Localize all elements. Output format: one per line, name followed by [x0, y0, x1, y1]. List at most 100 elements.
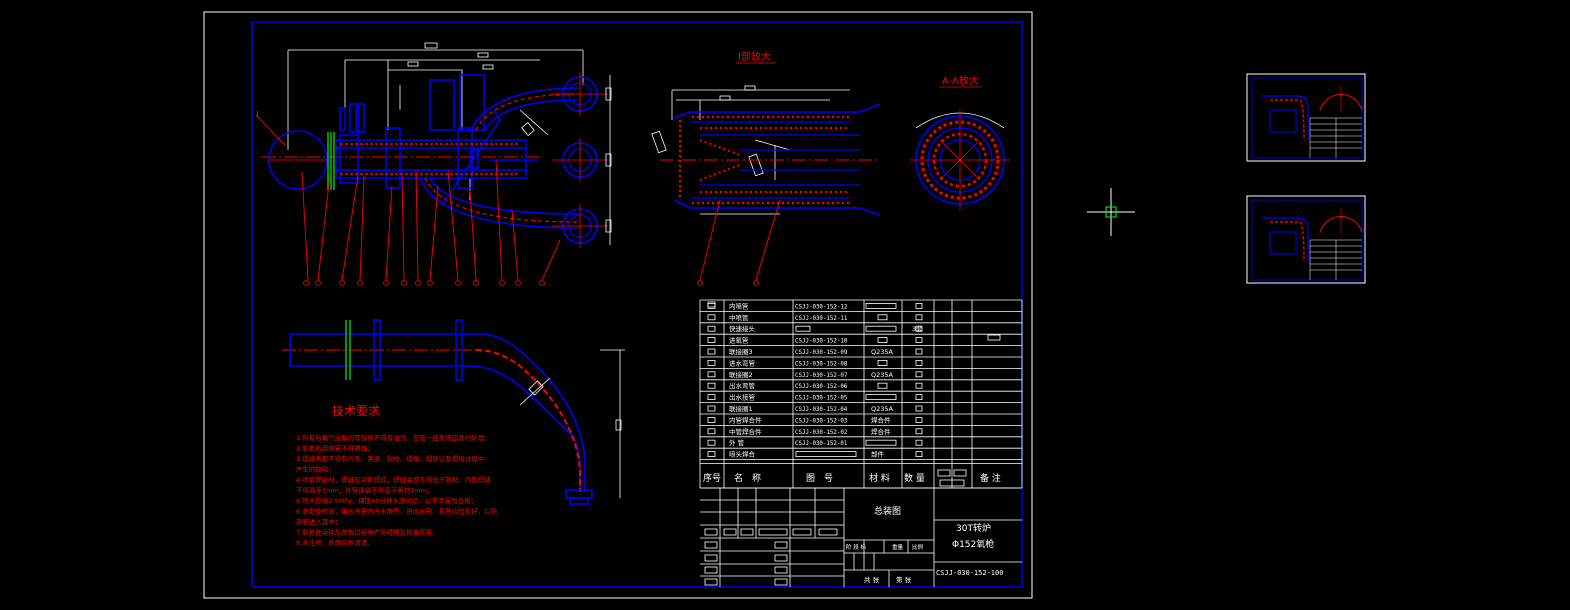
- bom-header: 序号 名 称 图 号 材 料 数 量 备 注: [703, 472, 1001, 484]
- part-leaders: [255, 114, 561, 281]
- scale-label: 比例: [912, 543, 924, 551]
- bom-material: Q235A: [871, 405, 894, 413]
- plan-pipe-upper: [290, 333, 586, 492]
- bom-part-code: CSJJ-030-152-11: [795, 316, 848, 322]
- drawing-type: 总装图: [874, 505, 901, 517]
- layout-thumbnail-1[interactable]: [1246, 73, 1366, 162]
- tech-req-line: 1.所有与氧气接触的零部件不得有油污，否则一经发现应及时处理；: [296, 433, 491, 442]
- main-hatching: [340, 143, 520, 175]
- section-aa-view[interactable]: A-A放大: [910, 74, 1010, 210]
- bend-hatch-upper: [475, 93, 579, 131]
- detail-hatching: [679, 116, 850, 204]
- bom-part-name: 联接圈3: [729, 347, 753, 356]
- bom-row: 联接圈3 CSJJ-030-152-09 Q235A: [729, 347, 894, 356]
- bom-header-code: 图 号: [806, 473, 833, 484]
- thumb1-frame: [1246, 73, 1366, 162]
- bom-part-name: 出水弯管: [729, 381, 756, 390]
- plan-pipe-hatch: [475, 349, 581, 492]
- tech-req-line: 3.焊缝表面不得有气孔、夹渣、裂纹、焊瘤、焊穿以及焊接过程中: [296, 454, 484, 463]
- flange-hatch: [327, 132, 335, 190]
- product-name-line1: 30T转炉: [956, 522, 991, 534]
- section-aa-title: A-A放大: [942, 74, 979, 87]
- bom-part-name: 喷头焊合: [729, 450, 756, 459]
- bom-part-name: 外 管: [729, 438, 745, 447]
- connection-middle[interactable]: [552, 138, 612, 182]
- bom-material: Q235A: [871, 348, 894, 356]
- tech-req-title: 技术要求: [332, 404, 380, 418]
- bom-part-name: 中喷管: [729, 313, 749, 322]
- bom-row: 中喷管 CSJJ-030-152-11: [729, 313, 848, 322]
- bom-header-seq: 序号: [703, 472, 721, 484]
- bom-part-name: 进水弯管: [729, 358, 756, 367]
- part-balloons: [303, 280, 545, 286]
- weight-label: 重量: [892, 543, 904, 551]
- product-name-line2: Φ152氧枪: [952, 538, 994, 550]
- bom-row: 出水弯管 CSJJ-030-152-06: [729, 381, 848, 390]
- plan-view[interactable]: [282, 319, 625, 505]
- connection-top[interactable]: [552, 72, 612, 116]
- bom-row: 联接圈1 CSJJ-030-152-04 Q235A: [729, 404, 894, 413]
- bom-part-name: 内管焊合件: [729, 415, 762, 424]
- bom-part-code: CSJJ-030-152-07: [795, 373, 848, 379]
- bom-part-name: 联接圈1: [729, 404, 753, 413]
- title-block[interactable]: 总装图 30T转炉 Φ152氧枪 CSJJ-030-152-100 阶 段 标 …: [700, 487, 1022, 587]
- bom-part-code: CSJJ-030-152-04: [795, 407, 848, 413]
- bom-header-material: 材 料: [869, 472, 890, 484]
- bom-row: 进水弯管 CSJJ-030-152-08: [729, 358, 848, 367]
- connection-bottom[interactable]: [552, 204, 612, 248]
- technical-requirements[interactable]: 技术要求 1.所有与氧气接触的零部件不得有油污，否则一经发现应及时处理； 2.氧枪…: [296, 404, 498, 547]
- inner-bend: [441, 109, 501, 206]
- tech-req-line: 5.喷头应做2.5MPa，保压40分钟水压试验，以不渗漏为合格；: [296, 496, 477, 505]
- tech-req-line: 2.氧枪所用钢管不得锈蚀；: [296, 444, 374, 453]
- bom-material: 焊合件: [871, 415, 891, 424]
- bom-qty: 3套: [912, 324, 923, 333]
- bom-row: 喷头焊合 部件: [729, 450, 885, 459]
- bom-material: 部件: [871, 450, 885, 459]
- bom-part-code: CSJJ-030-152-06: [795, 384, 848, 390]
- crosshair-cursor-icon: [1087, 188, 1135, 236]
- tech-req-line: 不得高于1mm，外管焊缝不得高于管材2mm；: [296, 486, 434, 495]
- bom-part-code: CSJJ-030-152-08: [795, 361, 848, 367]
- bom-material: 焊合件: [871, 427, 891, 436]
- detail-outer-pipe: [673, 103, 881, 216]
- paper-frame: [203, 11, 1033, 599]
- plan-pipe-lower: [289, 334, 581, 492]
- bom-part-code: CSJJ-030-152-09: [795, 350, 848, 356]
- bom-part-name: 快速接头: [729, 324, 756, 333]
- sheet-number: 第 张: [896, 575, 912, 584]
- plan-flange-green: [345, 320, 351, 380]
- tech-req-line: 8.未注尺、表面涂刷清漆。: [296, 538, 374, 547]
- detail-i-mark: I: [256, 110, 259, 121]
- detail-dimensions: [651, 85, 850, 215]
- sheets-total: 共 张: [864, 575, 880, 584]
- layout-thumbnail-2[interactable]: [1246, 195, 1366, 284]
- bend-hatch-lower: [424, 177, 579, 223]
- detail-i-view[interactable]: I部放大: [651, 50, 881, 286]
- drawing-sheet[interactable]: I I部放大: [203, 11, 1033, 599]
- bom-row: 快速接头 3套: [729, 324, 923, 333]
- tech-req-lines: 1.所有与氧气接触的零部件不得有油污，否则一经发现应及时处理； 2.氧枪所用钢管不…: [296, 433, 498, 547]
- main-view[interactable]: I: [255, 42, 612, 286]
- bom-grid: [699, 299, 1023, 489]
- bom-part-code: CSJJ-030-152-05: [795, 396, 848, 402]
- bom-part-name: 联接圈2: [729, 370, 753, 379]
- bom-part-code: CSJJ-030-152-02: [795, 430, 847, 436]
- main-dimensions: [287, 42, 584, 200]
- bom-header-name: 名 称: [734, 472, 761, 484]
- water-connections[interactable]: [552, 72, 612, 248]
- bom-row: 内管焊合件 CSJJ-030-152-03 焊合件: [729, 415, 891, 424]
- detail-i-title: I部放大: [738, 50, 771, 63]
- tech-req-line: 杂物进入其中；: [296, 517, 342, 526]
- tech-req-line: 6.装配全检后，用水将管内污水放尽，进出水管、氧管应包扎好，以防: [296, 507, 498, 516]
- bom-part-code: CSJJ-030-152-03: [795, 418, 848, 424]
- drawing-number: CSJJ-030-152-100: [936, 569, 1003, 577]
